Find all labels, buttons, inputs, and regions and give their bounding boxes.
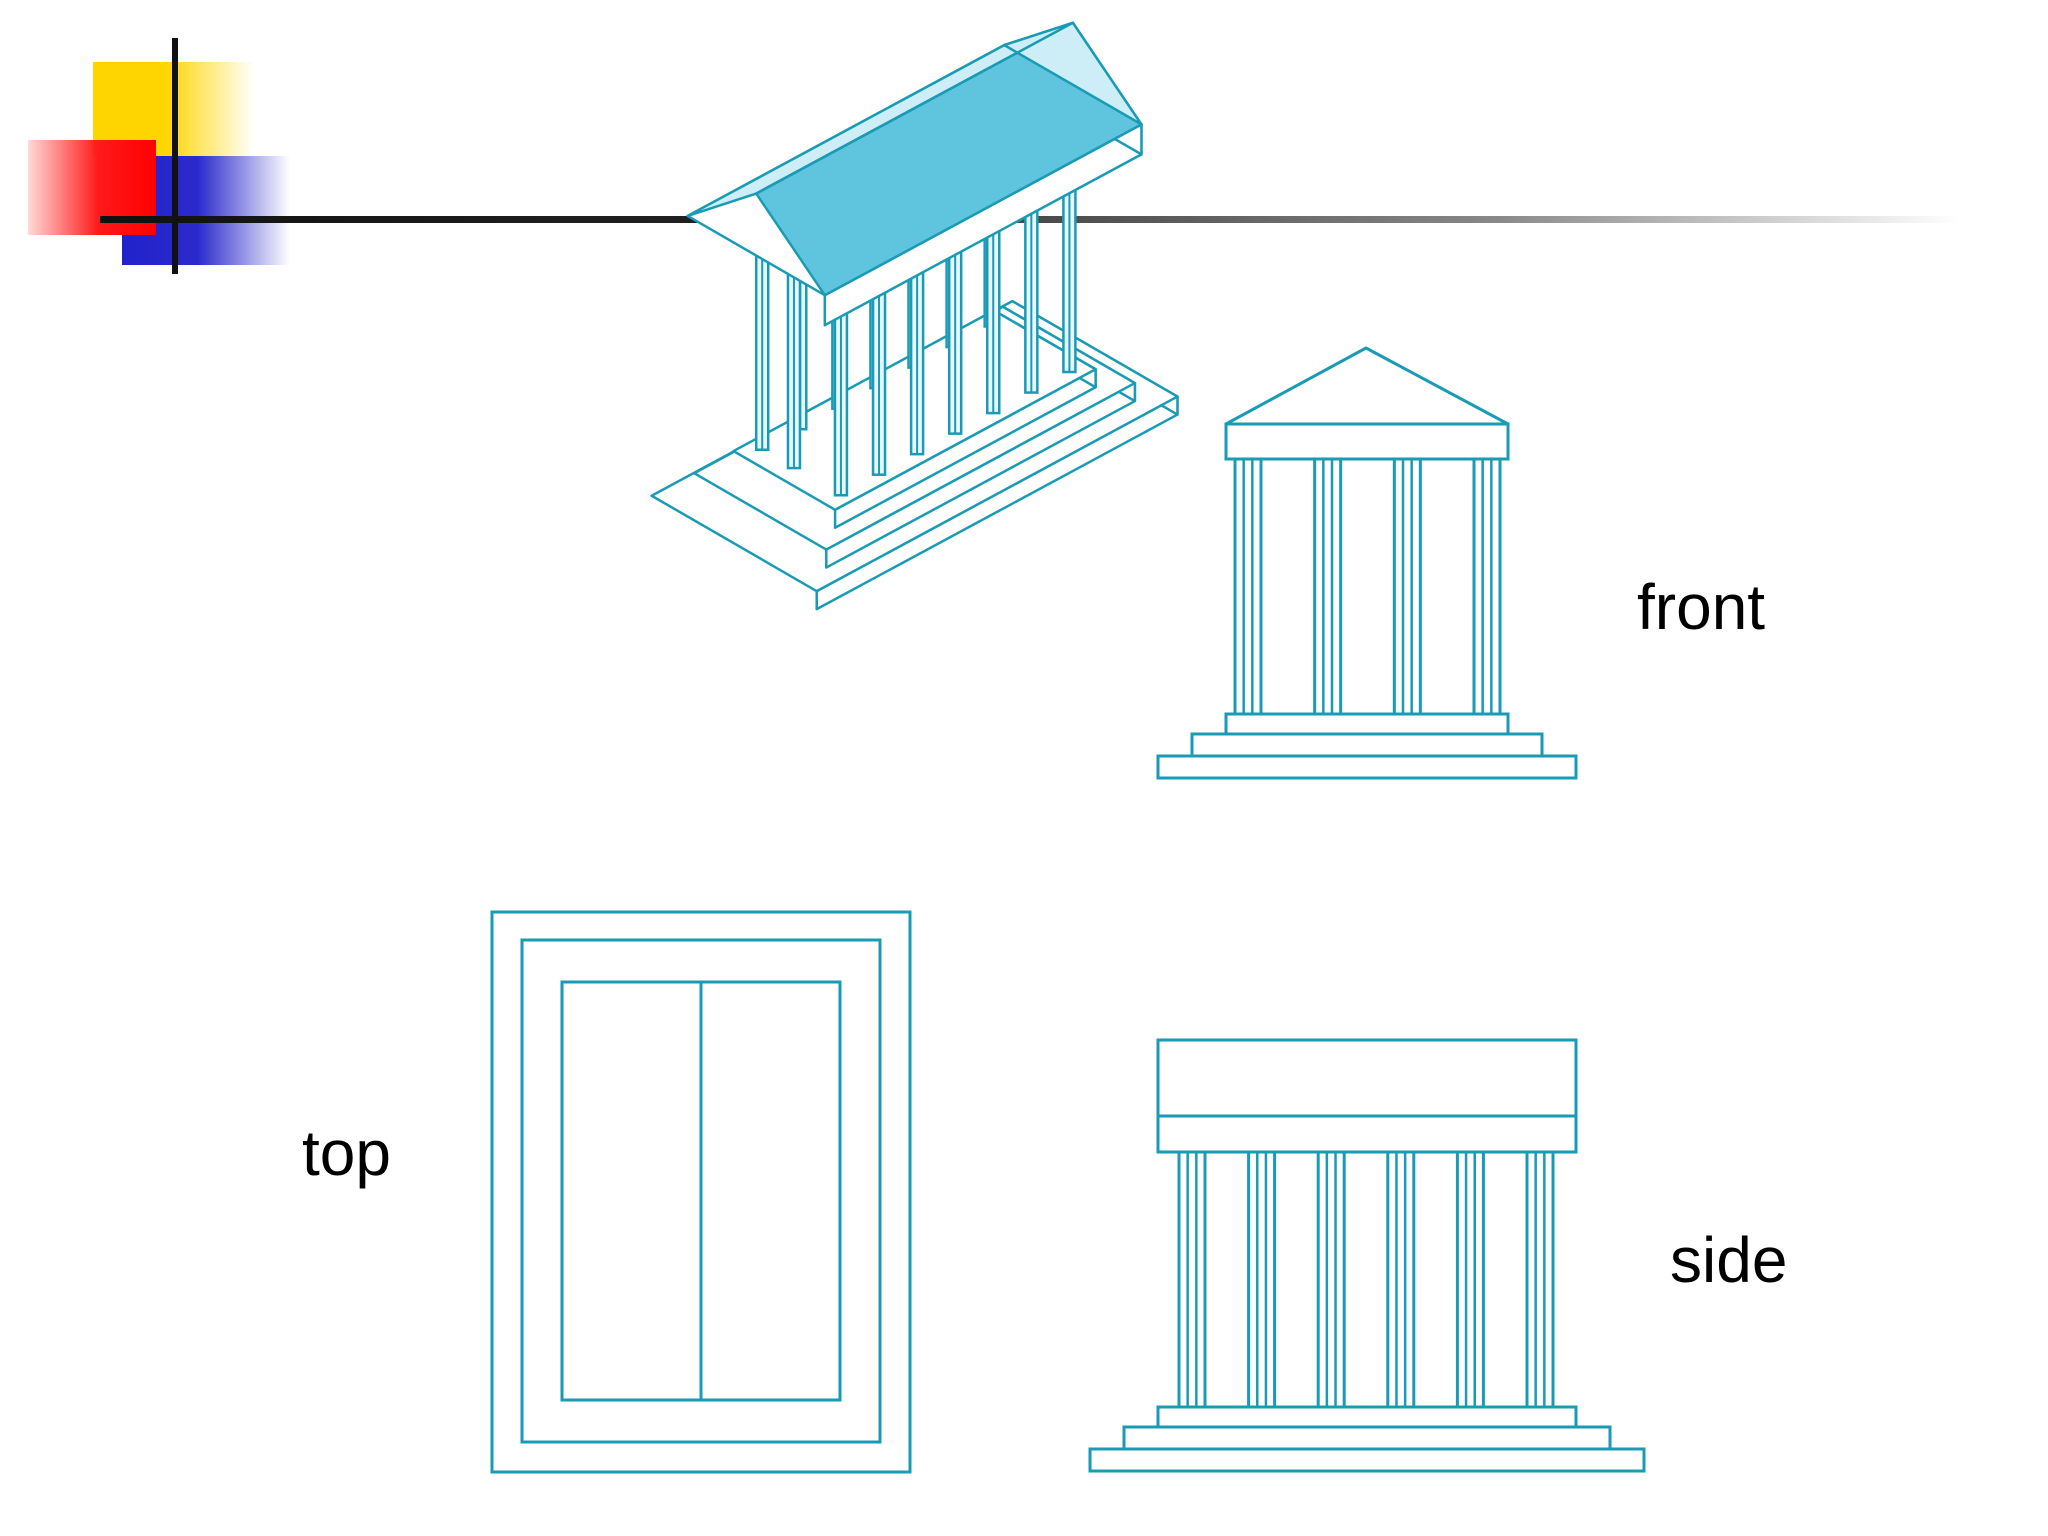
front-pediment	[1224, 346, 1510, 426]
front-column	[1392, 457, 1422, 716]
side-column	[1386, 1150, 1416, 1409]
side-column	[1177, 1150, 1207, 1409]
front-step-bottom	[1156, 754, 1578, 780]
side-column	[1247, 1150, 1277, 1409]
front-column	[1233, 457, 1263, 716]
temple-front-view	[1156, 346, 1578, 780]
front-step-top	[1224, 712, 1510, 736]
side-roof	[1156, 1038, 1578, 1118]
front-column	[1313, 457, 1343, 716]
temple-side-view	[1088, 1038, 1646, 1473]
temple-isometric-view	[650, 21, 1179, 611]
side-entablature	[1156, 1114, 1578, 1154]
side-column	[1455, 1150, 1485, 1409]
side-column	[1525, 1150, 1555, 1409]
iso-roof-pediment	[1003, 21, 1143, 126]
front-column	[1472, 457, 1502, 716]
iso-roof-ridge	[755, 21, 1074, 195]
temple-top-view	[490, 910, 912, 1474]
front-step-middle	[1190, 732, 1544, 758]
side-step-top	[1156, 1405, 1578, 1429]
label-side: side	[1670, 1224, 1788, 1296]
label-top: top	[302, 1117, 391, 1189]
side-column	[1316, 1150, 1346, 1409]
front-entablature	[1224, 422, 1510, 461]
label-front: front	[1637, 571, 1766, 643]
logo-vertical-line	[172, 38, 178, 274]
side-step-middle	[1122, 1425, 1612, 1451]
side-step-bottom	[1088, 1447, 1646, 1473]
